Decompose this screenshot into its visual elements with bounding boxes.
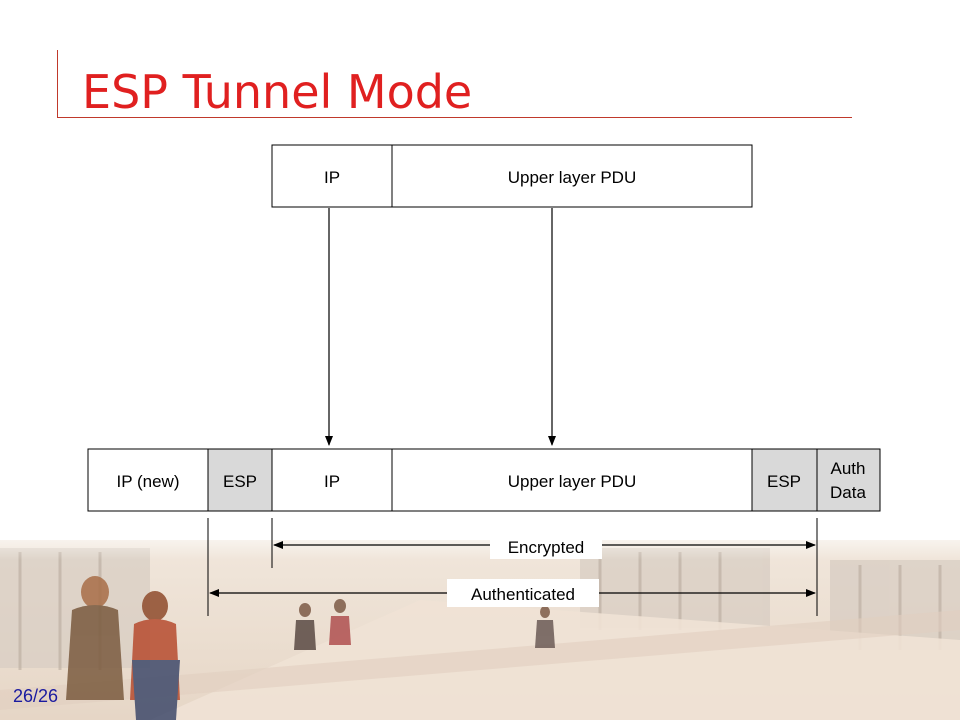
esp-trailer-cell bbox=[751, 448, 818, 512]
authenticated-label: Authenticated bbox=[471, 585, 575, 604]
new-ip-label: IP (new) bbox=[117, 472, 180, 491]
esp-trailer-label: ESP bbox=[767, 472, 801, 491]
auth-data-label-line2: Data bbox=[830, 483, 866, 502]
encrypted-label: Encrypted bbox=[508, 538, 585, 557]
original-packet: IP Upper layer PDU bbox=[271, 144, 753, 208]
original-upper-layer-pdu-label: Upper layer PDU bbox=[508, 168, 637, 187]
original-upper-layer-pdu-cell bbox=[391, 144, 753, 208]
page-number: 26/26 bbox=[13, 686, 59, 706]
authenticated-label-background bbox=[447, 579, 599, 607]
tunnel-packet: IP (new) ESP IP Upper layer PDU ESP Auth… bbox=[87, 448, 881, 512]
auth-data-cell bbox=[816, 448, 881, 512]
inner-ip-label: IP bbox=[324, 472, 340, 491]
encrypted-label-background bbox=[490, 533, 602, 559]
slide-title: ESP Tunnel Mode bbox=[82, 65, 473, 119]
authenticated-range: Authenticated bbox=[209, 579, 816, 607]
title-accent-horizontal-line bbox=[57, 117, 852, 118]
original-ip-label: IP bbox=[324, 168, 340, 187]
inner-ip-cell bbox=[271, 448, 393, 512]
original-ip-cell bbox=[271, 144, 393, 208]
new-ip-cell bbox=[87, 448, 209, 512]
title-accent-vertical-line bbox=[57, 50, 58, 118]
esp-header-label: ESP bbox=[223, 472, 257, 491]
inner-upper-layer-pdu-label: Upper layer PDU bbox=[508, 472, 637, 491]
encrypted-range: Encrypted bbox=[273, 533, 816, 559]
auth-data-label-line1: Auth bbox=[831, 459, 866, 478]
